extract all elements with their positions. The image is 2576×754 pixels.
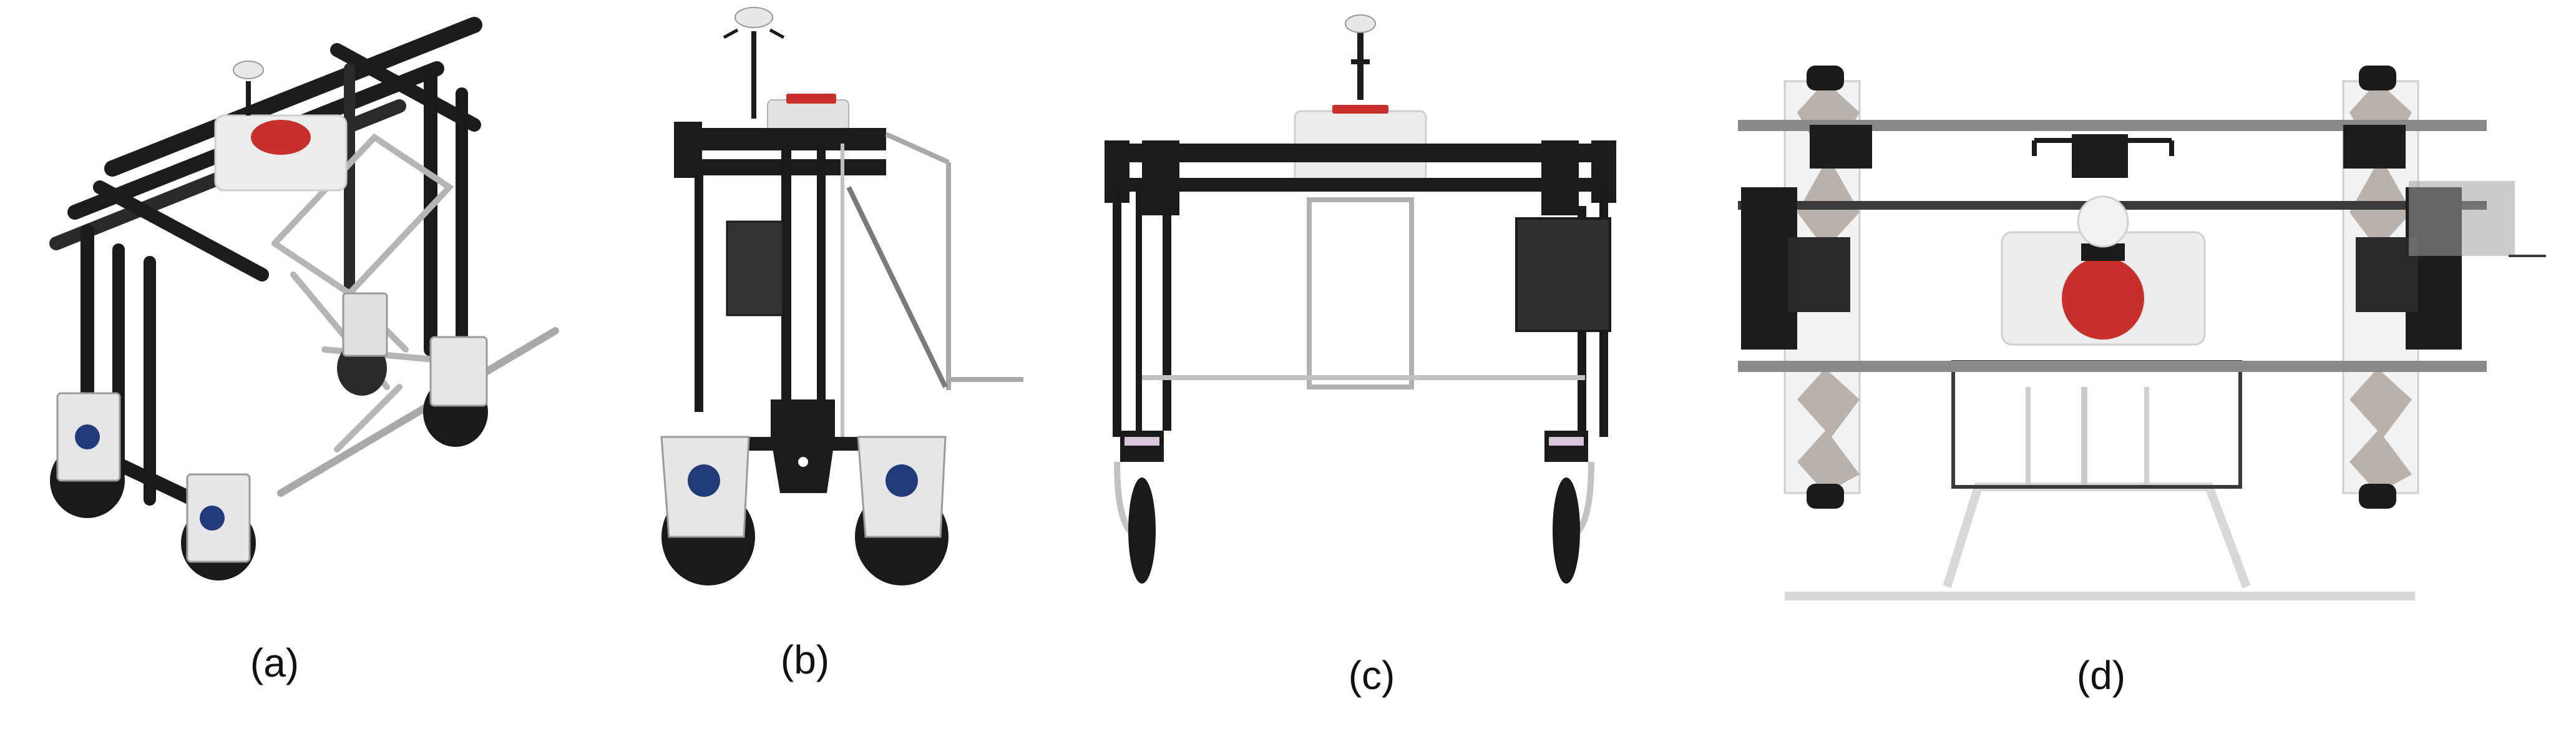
hitch-plate <box>771 399 835 493</box>
panel-d: (d) <box>1672 0 2576 754</box>
top-view-robot-drawing <box>1738 66 2546 600</box>
panel-label: (d) <box>2076 653 2126 698</box>
implement-frame <box>1307 197 1414 389</box>
wheel-module <box>423 336 488 447</box>
logo-emblem-icon <box>688 464 720 497</box>
panel-label: (b) <box>780 637 830 682</box>
tank <box>2001 231 2206 346</box>
wheel-module <box>857 436 947 538</box>
top-beam <box>1738 120 2487 131</box>
mast-bracket <box>674 122 702 178</box>
tank-lid <box>2062 257 2144 340</box>
implement-strut <box>846 186 948 388</box>
tank <box>214 114 348 192</box>
gnss-antenna-icon <box>723 7 785 119</box>
top-beam <box>1111 144 1610 162</box>
implement-strut <box>334 384 402 453</box>
panel-label: (c) <box>1348 653 1395 698</box>
caster-wheel <box>1114 431 1164 584</box>
drive-unit <box>1788 237 1850 312</box>
side-beam <box>330 43 481 132</box>
logo-emblem-icon <box>200 506 225 531</box>
gnss-antenna-icon <box>233 61 264 115</box>
wheel <box>2359 66 2396 91</box>
wheel <box>1807 66 1844 91</box>
tank-lid <box>251 120 311 155</box>
control-box <box>1515 217 1611 332</box>
panel-c: (c) <box>1048 0 1672 754</box>
side-view-robot-drawing <box>660 7 1023 585</box>
panel-b: (b) <box>599 0 1048 754</box>
control-box <box>2409 181 2515 256</box>
gnss-antenna-icon <box>1345 14 1376 100</box>
top-beam <box>1738 361 2487 372</box>
caster-wheel <box>1544 431 1594 584</box>
panel-label: (a) <box>250 640 300 685</box>
panel-a: (a) <box>0 0 599 754</box>
top-beam <box>104 17 482 177</box>
rail-plate <box>1797 368 1860 493</box>
side-beam <box>93 180 269 282</box>
wheel <box>1807 484 1844 509</box>
implement-frame <box>1951 360 2242 489</box>
wheel-module <box>660 436 750 538</box>
wheel <box>2359 484 2396 509</box>
implement-frame <box>1943 482 2251 589</box>
drive-unit <box>2343 125 2406 169</box>
front-view-robot-drawing <box>1105 14 1616 584</box>
logo-emblem-icon <box>886 464 918 497</box>
logo-emblem-icon <box>75 424 100 449</box>
tank-lid <box>1332 105 1388 114</box>
rail-plate <box>2349 368 2412 493</box>
gnss-antenna-icon <box>2077 195 2129 261</box>
drive-unit <box>1810 125 1872 169</box>
control-box <box>726 220 784 316</box>
tank-lid <box>786 94 836 104</box>
drive-unit <box>2356 237 2418 312</box>
implement-bar <box>277 327 559 497</box>
corner-bracket <box>1142 140 1179 215</box>
isometric-robot-drawing <box>49 17 559 580</box>
wheel-module <box>181 473 256 580</box>
wheel-module <box>337 292 388 396</box>
implement-bar <box>885 132 950 165</box>
wheel-module <box>50 392 125 518</box>
corner-bracket <box>1541 140 1579 215</box>
top-beam <box>1111 178 1610 192</box>
